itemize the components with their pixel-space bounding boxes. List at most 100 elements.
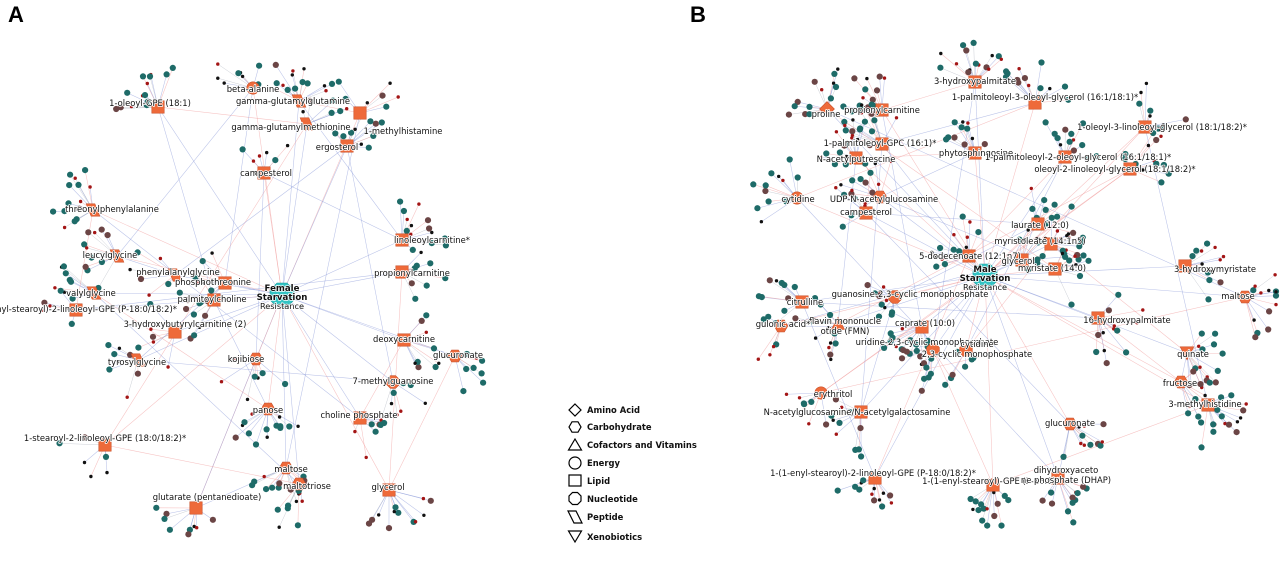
- gene-node: [871, 497, 878, 504]
- gene-node: [113, 105, 120, 113]
- gene-node: [1066, 138, 1073, 145]
- gene-node: [322, 84, 327, 88]
- gene-node: [479, 357, 486, 364]
- gene-node: [1252, 334, 1259, 341]
- metabolite-node: [353, 411, 367, 425]
- gene-node: [478, 370, 485, 377]
- gene-node: [995, 53, 1002, 60]
- gene-node: [163, 510, 170, 517]
- metabolite-node: [382, 483, 396, 497]
- gene-node: [827, 345, 831, 350]
- legend-item-carbohydrate: Carbohydrate: [568, 421, 652, 433]
- gene-node: [353, 127, 357, 131]
- legend-label: Carbohydrate: [587, 422, 652, 432]
- gene-node: [1042, 206, 1049, 213]
- gene-node: [256, 62, 263, 69]
- center-label-line2: Starvation: [960, 274, 1011, 284]
- gene-node: [1115, 291, 1122, 298]
- gene-node: [834, 487, 841, 494]
- gene-node: [1146, 143, 1151, 148]
- network-edge: [1097, 317, 1182, 383]
- gene-node: [1122, 155, 1129, 163]
- gene-node: [335, 78, 342, 85]
- gene-node: [166, 365, 170, 369]
- gene-node: [441, 235, 448, 242]
- gene-node: [422, 513, 426, 517]
- gene-node: [424, 330, 428, 334]
- gene-node: [1159, 128, 1163, 132]
- legend-label: Cofactors and Vitamins: [587, 440, 697, 450]
- gene-node: [933, 263, 940, 270]
- gene-node: [285, 143, 290, 148]
- legend-label: Energy: [587, 458, 620, 468]
- metabolite-node: [1051, 471, 1065, 485]
- gene-node: [165, 280, 172, 288]
- metabolite-label: 1-(1-enyl-stearoyl)-2-linoleoyl-GPE (P-1…: [770, 468, 976, 478]
- gene-node: [1190, 368, 1197, 375]
- metabolite-node: [85, 203, 101, 217]
- gene-node: [942, 381, 949, 388]
- metabolite-node: [207, 293, 221, 307]
- gene-node: [1039, 253, 1046, 260]
- network-edge: [984, 156, 1066, 277]
- center-nodes: [269, 263, 998, 308]
- gene-node: [1001, 492, 1008, 499]
- gene-node: [832, 340, 839, 347]
- gene-node: [1144, 81, 1149, 86]
- gene-node: [245, 397, 250, 402]
- gene-node: [1048, 489, 1055, 496]
- gene-node: [1080, 252, 1087, 259]
- gene-node: [1148, 114, 1152, 118]
- gene-node: [1136, 100, 1143, 107]
- gene-node: [239, 146, 246, 153]
- gene-node: [139, 73, 147, 80]
- gene-node: [1100, 421, 1107, 428]
- gene-node: [89, 474, 93, 479]
- gene-node: [153, 504, 160, 511]
- metabolite-node: [872, 190, 888, 204]
- metabolite-label: valylglycine: [66, 288, 116, 298]
- metabolite-label: caprate (10:0): [895, 318, 955, 328]
- metabolite-label: oleoyl-2-linoleoyl-glycerol (18:1/18:2)*: [1034, 164, 1195, 174]
- gene-node: [1238, 416, 1243, 420]
- network-edge: [59, 443, 106, 446]
- gene-node: [1122, 150, 1129, 158]
- network-edge: [281, 294, 300, 485]
- network-edge: [281, 294, 361, 419]
- gene-node: [794, 174, 801, 181]
- gene-node: [851, 195, 858, 202]
- gene-node: [1100, 440, 1105, 444]
- gene-node: [1105, 307, 1112, 314]
- gene-node: [1187, 404, 1191, 409]
- metabolite-node: [1178, 259, 1192, 273]
- gene-node: [407, 381, 414, 389]
- gene-node: [1093, 348, 1100, 356]
- gene-node: [424, 217, 432, 224]
- network-edge: [860, 275, 986, 413]
- gene-node: [873, 161, 877, 166]
- metabolite-node: [189, 501, 203, 515]
- gene-node: [143, 102, 150, 109]
- gene-node: [783, 198, 790, 205]
- gene-node: [1267, 288, 1271, 293]
- gene-node: [785, 111, 793, 118]
- network-edge: [879, 196, 986, 277]
- gene-node: [1074, 263, 1078, 267]
- network-edge: [753, 184, 798, 199]
- gene-node: [57, 287, 64, 294]
- network-edge: [984, 275, 1182, 383]
- gene-node: [994, 500, 1001, 507]
- gene-node: [277, 415, 282, 419]
- gene-node: [855, 137, 860, 142]
- gene-node: [819, 155, 823, 160]
- gene-node: [1195, 413, 1202, 420]
- triangle-icon: [567, 437, 583, 451]
- metabolite-node: [1044, 237, 1058, 251]
- gene-node: [827, 95, 835, 102]
- gene-node: [353, 429, 357, 434]
- gene-node: [1058, 143, 1063, 147]
- gene-node: [900, 347, 907, 354]
- gene-node: [1197, 344, 1201, 348]
- gene-node: [259, 370, 266, 377]
- network-edge: [285, 112, 361, 469]
